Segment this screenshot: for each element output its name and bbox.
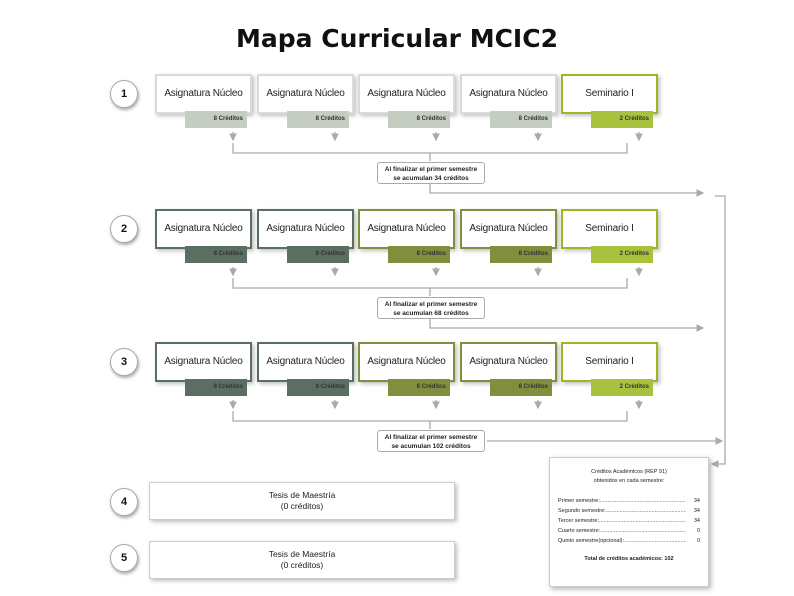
course-card: Asignatura Núcleo xyxy=(155,209,252,249)
course-credits-badge: 8 Créditos xyxy=(185,246,247,263)
accumulated-credits-note: Al finalizar el primer semestre se acumul… xyxy=(377,162,485,184)
course-credits-badge: 8 Créditos xyxy=(490,111,552,128)
summary-row-label: Primer semestre: xyxy=(558,498,600,504)
thesis-box-4: Tesis de Maestría (0 créditos) xyxy=(149,482,455,520)
course-card: Asignatura Núcleo xyxy=(257,342,354,382)
course-card: Asignatura Núcleo xyxy=(358,342,455,382)
summary-row-label: Cuarto semestre: xyxy=(558,528,601,534)
note-line: se acumulan 34 créditos xyxy=(393,175,469,182)
thesis-credits: (0 créditos) xyxy=(280,501,324,511)
summary-row: Cuarto semestre: .......................… xyxy=(558,526,700,536)
connector-line xyxy=(232,278,628,289)
course-credits-badge: 2 Créditos xyxy=(591,246,653,263)
course-card: Seminario I xyxy=(561,342,658,382)
course-credits-badge: 8 Créditos xyxy=(388,379,450,396)
summary-row: Segundo semestre: ......................… xyxy=(558,506,700,516)
summary-row-leader: ........................................… xyxy=(605,508,686,514)
connector-line xyxy=(232,411,628,422)
course-card: Asignatura Núcleo xyxy=(460,74,557,114)
course-card: Asignatura Núcleo xyxy=(155,74,252,114)
course-card: Asignatura Núcleo xyxy=(257,209,354,249)
course-credits-badge: 8 Créditos xyxy=(185,111,247,128)
semester-number-2: 2 xyxy=(110,215,138,243)
summary-row: Quinto semestre(opcional): .............… xyxy=(558,536,700,546)
course-card: Asignatura Núcleo xyxy=(358,74,455,114)
note-line: Al finalizar el primer semestre xyxy=(384,166,478,173)
credits-summary: Créditos Académicos (REP 91) obtenidos e… xyxy=(549,457,709,587)
summary-heading: Créditos Académicos (REP 91) xyxy=(591,469,667,475)
connector-line xyxy=(429,319,705,332)
course-card: Seminario I xyxy=(561,74,658,114)
connector-line xyxy=(429,184,705,197)
thesis-box-5: Tesis de Maestría (0 créditos) xyxy=(149,541,455,579)
connector-line xyxy=(232,143,628,154)
note-line: se acumulan 102 créditos xyxy=(391,443,471,450)
course-card: Asignatura Núcleo xyxy=(460,209,557,249)
course-credits-badge: 8 Créditos xyxy=(388,246,450,263)
note-line: Al finalizar el primer semestre xyxy=(384,301,478,308)
course-credits-badge: 8 Créditos xyxy=(490,246,552,263)
course-credits-badge: 2 Créditos xyxy=(591,111,653,128)
thesis-title: Tesis de Maestría xyxy=(268,549,336,559)
course-credits-badge: 8 Créditos xyxy=(287,379,349,396)
connector-line xyxy=(710,195,726,468)
summary-row-leader: ........................................… xyxy=(600,528,686,534)
summary-row-value: 34 xyxy=(693,518,700,524)
course-credits-badge: 8 Créditos xyxy=(185,379,247,396)
summary-row-value: 0 xyxy=(696,538,700,544)
course-credits-badge: 8 Créditos xyxy=(287,111,349,128)
semester-number-5: 5 xyxy=(110,544,138,572)
course-credits-badge: 8 Créditos xyxy=(287,246,349,263)
summary-total: Total de créditos académicos: 102 xyxy=(584,556,674,562)
summary-row-label: Quinto semestre(opcional): xyxy=(558,538,625,544)
course-credits-badge: 8 Créditos xyxy=(388,111,450,128)
summary-row: Tercer semestre: .......................… xyxy=(558,516,700,526)
summary-row-leader: ........................................… xyxy=(624,538,686,544)
summary-subheading: obtenidos en cada semestre: xyxy=(593,478,665,484)
summary-row-label: Tercer semestre: xyxy=(558,518,599,524)
accumulated-credits-note: Al finalizar el primer semestre se acumul… xyxy=(377,430,485,452)
thesis-title: Tesis de Maestría xyxy=(268,490,336,500)
course-credits-badge: 2 Créditos xyxy=(591,379,653,396)
summary-row-value: 0 xyxy=(696,528,700,534)
course-card: Asignatura Núcleo xyxy=(358,209,455,249)
summary-row: Primer semestre: .......................… xyxy=(558,496,700,506)
semester-number-4: 4 xyxy=(110,488,138,516)
summary-row-leader: ........................................… xyxy=(599,498,686,504)
summary-row-value: 34 xyxy=(693,498,700,504)
course-card: Seminario I xyxy=(561,209,658,249)
note-line: se acumulan 68 créditos xyxy=(393,310,469,317)
semester-number-1: 1 xyxy=(110,80,138,108)
thesis-credits: (0 créditos) xyxy=(280,560,324,570)
page-title: Mapa Curricular MCIC2 xyxy=(236,24,558,53)
summary-row-label: Segundo semestre: xyxy=(558,508,606,514)
summary-row-leader: ........................................… xyxy=(598,518,686,524)
course-credits-badge: 8 Créditos xyxy=(490,379,552,396)
course-card: Asignatura Núcleo xyxy=(257,74,354,114)
summary-row-value: 34 xyxy=(693,508,700,514)
note-line: Al finalizar el primer semestre xyxy=(384,434,478,441)
semester-number-3: 3 xyxy=(110,348,138,376)
course-card: Asignatura Núcleo xyxy=(155,342,252,382)
accumulated-credits-note: Al finalizar el primer semestre se acumul… xyxy=(377,297,485,319)
course-card: Asignatura Núcleo xyxy=(460,342,557,382)
